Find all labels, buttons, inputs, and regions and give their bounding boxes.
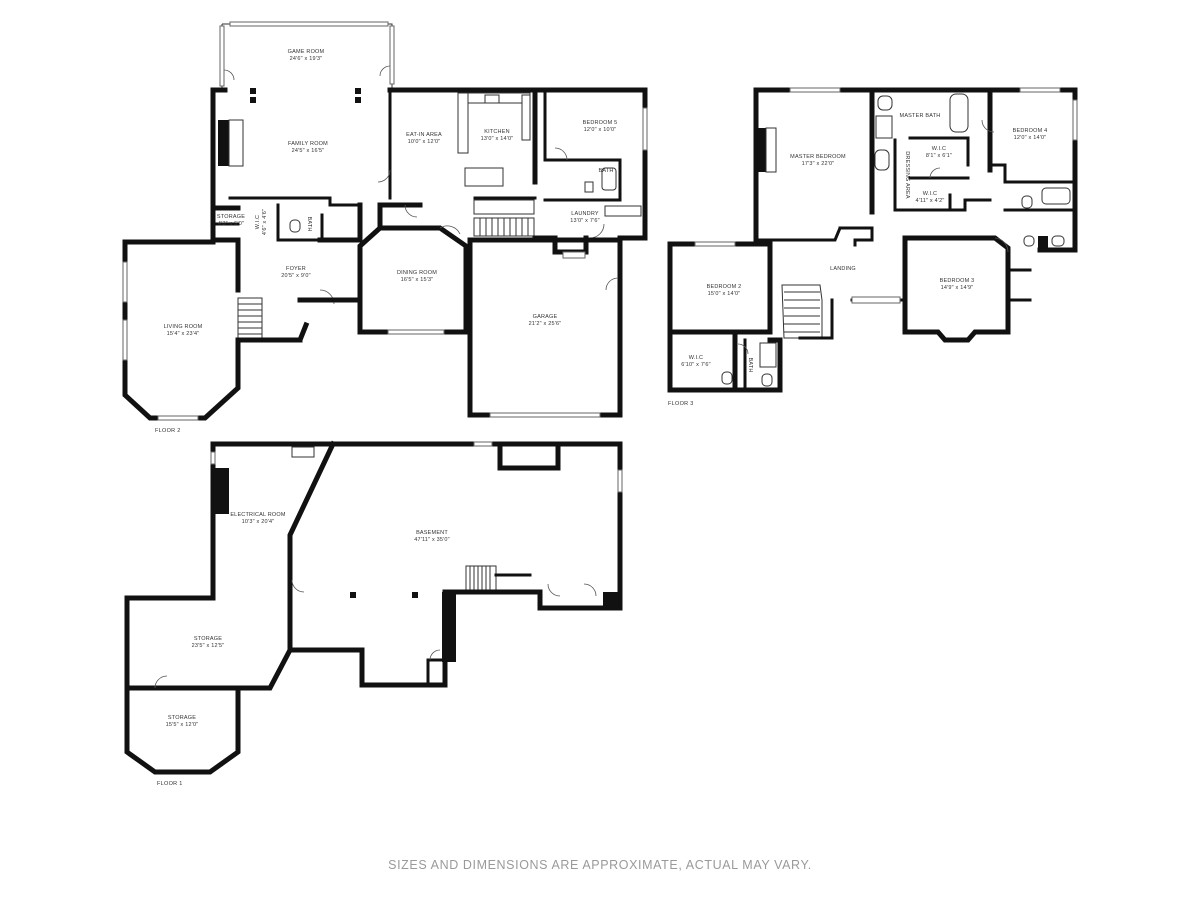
floor-3-plan: FLOOR 3 xyxy=(667,87,1078,407)
room-size: 10'0" x 12'0" xyxy=(408,139,441,145)
room-size: 23'5" x 12'5" xyxy=(192,643,225,649)
disclaimer-text: SIZES AND DIMENSIONS ARE APPROXIMATE, AC… xyxy=(388,858,812,872)
room-name: ELECTRICAL ROOM xyxy=(230,512,286,518)
room-name: MASTER BATH xyxy=(900,113,941,119)
room-name: STORAGE xyxy=(194,636,222,642)
room-name: LANDING xyxy=(830,266,856,272)
room-size: 47'11" x 35'0" xyxy=(414,537,450,543)
room-name: STORAGE xyxy=(168,715,196,721)
room-name: BEDROOM 4 xyxy=(1013,128,1048,134)
room-name: GARAGE xyxy=(533,314,558,320)
room-size: 24'5" x 16'5" xyxy=(292,148,325,154)
room-name: BEDROOM 3 xyxy=(940,278,975,284)
room-name: FAMILY ROOM xyxy=(288,141,328,147)
room-size: 4'6" x 4'6" xyxy=(262,209,268,235)
room-name: DRESSING AREA xyxy=(904,151,910,199)
room-name: DINING ROOM xyxy=(397,270,437,276)
room-name: BATH xyxy=(747,357,753,372)
room-size: 17'3" x 22'0" xyxy=(802,161,835,167)
room-size: 4'3" x 5'0" xyxy=(218,221,244,227)
room-size: 14'9" x 14'9" xyxy=(941,285,974,291)
room-name: W.I.C xyxy=(923,191,937,197)
room-name: BEDROOM 2 xyxy=(707,284,742,290)
floor-2-plan: FLOOR 2 xyxy=(122,21,648,434)
room-name: W.I.C xyxy=(689,355,703,361)
room-name: BATH xyxy=(306,216,312,231)
room-size: 24'6" x 19'3" xyxy=(290,56,323,62)
room-name: STORAGE xyxy=(217,214,245,220)
room-size: 13'0" x 14'0" xyxy=(481,136,514,142)
room-size: 21'2" x 25'6" xyxy=(529,321,562,327)
room-size: 15'4" x 23'4" xyxy=(167,331,200,337)
room-name: BEDROOM 5 xyxy=(583,120,618,126)
room-name: KITCHEN xyxy=(484,129,510,135)
room-size: 6'10" x 7'6" xyxy=(681,362,711,368)
room-size: 16'5" x 15'3" xyxy=(401,277,434,283)
room-size: 15'5" x 12'0" xyxy=(166,722,199,728)
room-size: 12'0" x 10'0" xyxy=(584,127,617,133)
room-size: 10'3" x 20'4" xyxy=(242,519,275,525)
room-labels: GAME ROOM 24'6" x 19'3" FAMILY ROOM 24'5… xyxy=(164,49,1048,728)
room-name: BATH xyxy=(598,168,613,174)
room-size: 20'5" x 9'0" xyxy=(281,273,311,279)
room-name: FOYER xyxy=(286,266,306,272)
room-name: LIVING ROOM xyxy=(164,324,203,330)
room-name: W.I.C xyxy=(932,146,946,152)
room-name: GAME ROOM xyxy=(288,49,325,55)
room-name: EAT-IN AREA xyxy=(406,132,442,138)
room-size: 4'11" x 4'2" xyxy=(915,198,944,204)
room-name: BASEMENT xyxy=(416,530,448,536)
room-name: MASTER BEDROOM xyxy=(790,154,846,160)
room-size: 8'1" x 6'1" xyxy=(926,153,952,159)
room-size: 13'0" x 7'6" xyxy=(570,218,600,224)
room-name: LAUNDRY xyxy=(571,211,599,217)
room-name: W.I.C xyxy=(255,215,261,229)
floor-label: FLOOR 1 xyxy=(157,781,183,787)
room-size: 15'0" x 14'0" xyxy=(708,291,741,297)
floor-label: FLOOR 3 xyxy=(668,401,694,407)
floor-label: FLOOR 2 xyxy=(155,428,181,434)
room-size: 12'0" x 14'0" xyxy=(1014,135,1047,141)
floor-1-plan: FLOOR 1 xyxy=(124,440,623,787)
